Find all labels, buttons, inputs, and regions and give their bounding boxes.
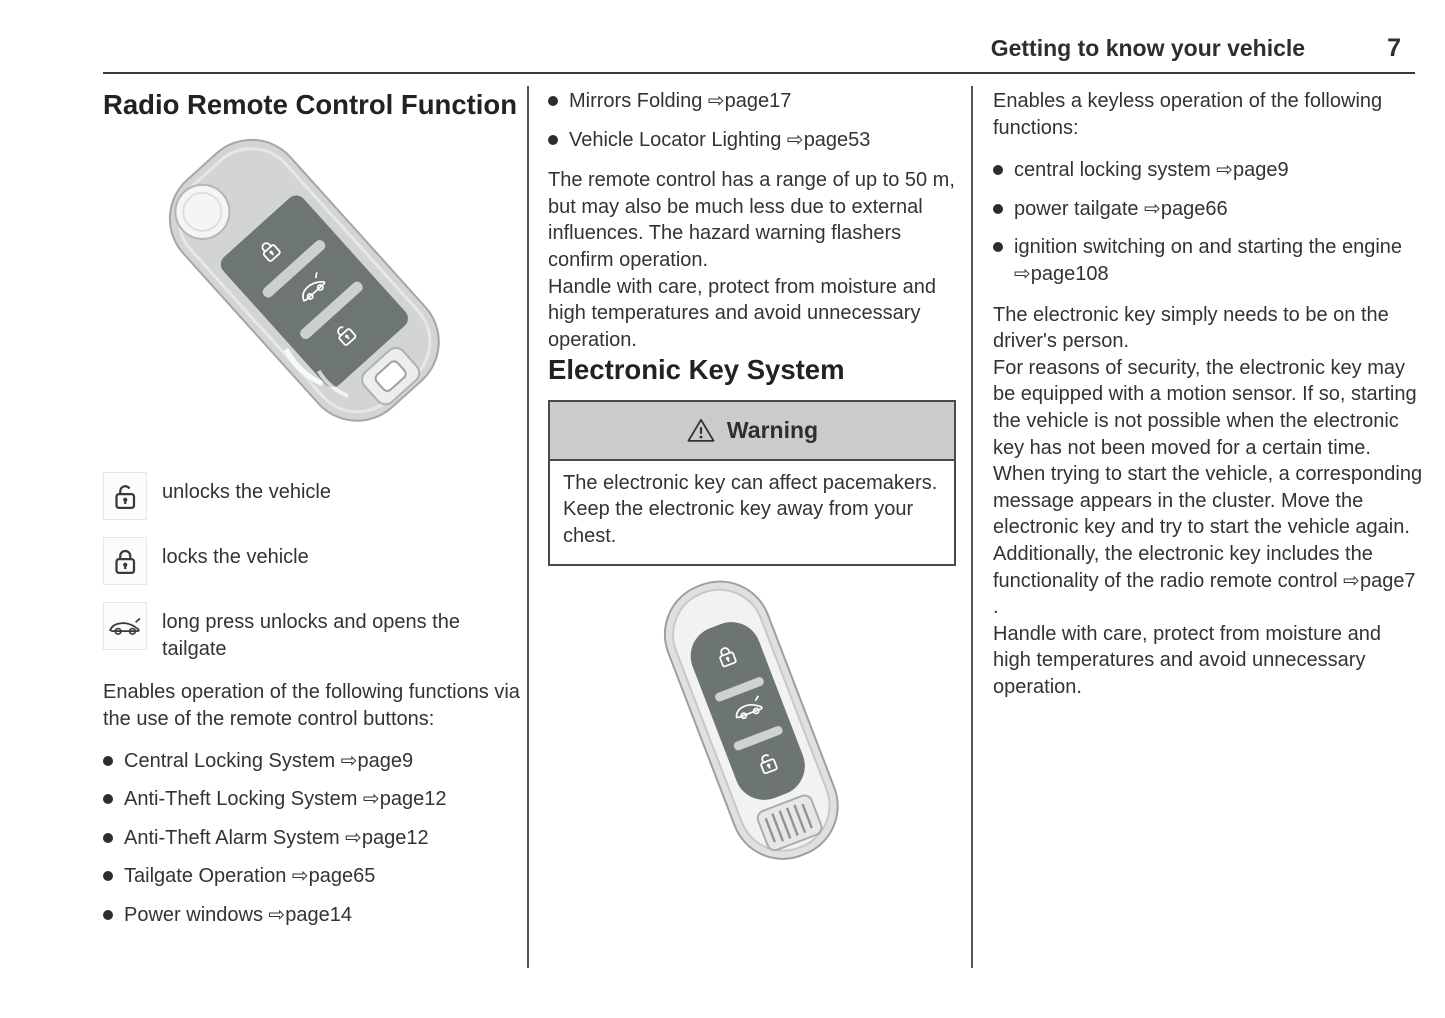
- car-tailgate-icon: [103, 602, 147, 651]
- column-radio-remote: Radio Remote Control Function: [103, 88, 528, 941]
- start-message-paragraph: When trying to start the vehicle, a corr…: [993, 463, 1423, 539]
- reference-text: Central Locking System ⇨page9: [124, 749, 414, 772]
- legend-row: long press unlocks and opens the tailgat…: [103, 602, 528, 662]
- legend-row: unlocks the vehicle: [103, 472, 528, 521]
- chapter-title: Getting to know your vehicle: [990, 35, 1306, 61]
- bullet-icon: [103, 871, 113, 882]
- warning-triangle-icon: [687, 418, 715, 442]
- button-panel: [690, 622, 805, 801]
- column-electronic-key: Mirrors Folding ⇨page17 Vehicle Locator …: [548, 88, 956, 884]
- bullet-icon: [548, 96, 558, 106]
- list-item: ignition switching on and starting the e…: [993, 234, 1423, 287]
- unlock-icon: [337, 326, 357, 346]
- list-item: Mirrors Folding ⇨page17: [548, 88, 956, 115]
- motion-sensor-paragraph: For reasons of security, the electronic …: [993, 356, 1417, 459]
- remote-care-paragraph: Handle with care, protect from moisture …: [548, 275, 936, 351]
- reference-text: Tailgate Operation ⇨page65: [124, 865, 376, 888]
- warning-body: The electronic key can affect pacemakers…: [550, 461, 954, 565]
- list-item: central locking system ⇨page9: [993, 157, 1423, 184]
- lock-icon: [261, 241, 281, 262]
- list-item: Central Locking System ⇨page9: [103, 748, 528, 775]
- warning-title: Warning: [726, 416, 819, 443]
- bullet-icon: [103, 909, 113, 920]
- reference-text: Anti-Theft Alarm System ⇨page12: [124, 826, 429, 849]
- reference-text: ignition switching on and starting the e…: [1014, 236, 1403, 285]
- list-item: Anti-Theft Alarm System ⇨page12: [103, 825, 528, 852]
- key-release-slider: [756, 794, 823, 852]
- legend-row: locks the vehicle: [103, 537, 528, 586]
- reference-text: Anti-Theft Locking System ⇨page12: [124, 788, 447, 811]
- warning-header: Warning: [550, 401, 954, 461]
- remote-functions-list: Central Locking System ⇨page9 Anti-Theft…: [103, 748, 528, 929]
- column-divider: [971, 86, 973, 968]
- list-item: Anti-Theft Locking System ⇨page12: [103, 786, 528, 813]
- list-item: Tailgate Operation ⇨page65: [103, 863, 528, 890]
- section-heading-electronic-key: Electronic Key System: [548, 354, 845, 386]
- page-header: Getting to know your vehicle 7: [103, 0, 1415, 75]
- care-paragraph: Handle with care, protect from moisture …: [993, 622, 1381, 698]
- reference-text: power tailgate ⇨page66: [1014, 197, 1228, 220]
- page-number: 7: [1387, 34, 1401, 62]
- legend-text: locks the vehicle: [162, 546, 309, 569]
- bullet-icon: [548, 134, 558, 145]
- bullet-icon: [103, 832, 113, 843]
- electronic-key-illustration: [663, 580, 839, 861]
- reference-text: Power windows ⇨page14: [124, 903, 352, 926]
- car-tailgate-icon: [735, 695, 763, 720]
- warning-text: The electronic key can affect pacemakers…: [563, 471, 938, 494]
- unlock-icon: [760, 754, 778, 775]
- remote-functions-list-continued: Mirrors Folding ⇨page17 Vehicle Locator …: [548, 88, 956, 153]
- reference-text: central locking system ⇨page9: [1014, 159, 1289, 182]
- warning-box: Warning The electronic key can affect pa…: [548, 399, 956, 567]
- list-item: Vehicle Locator Lighting ⇨page53: [548, 127, 956, 154]
- legend-text: unlocks the vehicle: [162, 481, 331, 504]
- electronic-key-paragraph: The electronic key simply needs to be on…: [993, 303, 1389, 353]
- remote-range-paragraph: The remote control has a range of up to …: [548, 169, 955, 271]
- list-item: power tailgate ⇨page66: [993, 196, 1423, 223]
- reference-text: Mirrors Folding ⇨page17: [569, 90, 792, 112]
- column-keyless-operation: Enables a keyless operation of the follo…: [993, 88, 1423, 700]
- bullet-icon: [103, 794, 113, 805]
- column-divider: [527, 86, 529, 968]
- lock-icon: [719, 647, 737, 668]
- reference-text: Vehicle Locator Lighting ⇨page53: [569, 128, 871, 151]
- button-legend: unlocks the vehicle locks the vehicle: [103, 472, 528, 662]
- list-item: Power windows ⇨page14: [103, 902, 528, 929]
- bullet-icon: [993, 242, 1003, 253]
- bullet-icon: [103, 755, 113, 766]
- legend-text: long press unlocks and opens the tailgat…: [162, 611, 460, 660]
- flip-key-remote-photo: [109, 133, 528, 449]
- flip-key-remote-illustration: [168, 138, 440, 422]
- section-heading-radio-remote: Radio Remote Control Function: [103, 89, 518, 120]
- radio-remote-functionality-paragraph: Additionally, the electronic key include…: [993, 542, 1416, 619]
- unlock-icon: [103, 472, 147, 521]
- remote-functions-intro: Enables operation of the following funct…: [103, 681, 520, 731]
- car-tailgate-icon: [302, 271, 326, 302]
- bullet-icon: [993, 165, 1003, 176]
- keyring-hole: [374, 360, 407, 392]
- keyless-functions-list: central locking system ⇨page9 power tail…: [993, 157, 1423, 287]
- bullet-icon: [993, 203, 1003, 214]
- lock-icon: [103, 537, 147, 586]
- electronic-key-photo: [548, 574, 956, 884]
- warning-text: Keep the electronic key away from your c…: [563, 498, 914, 547]
- keyless-intro: Enables a keyless operation of the follo…: [993, 90, 1383, 139]
